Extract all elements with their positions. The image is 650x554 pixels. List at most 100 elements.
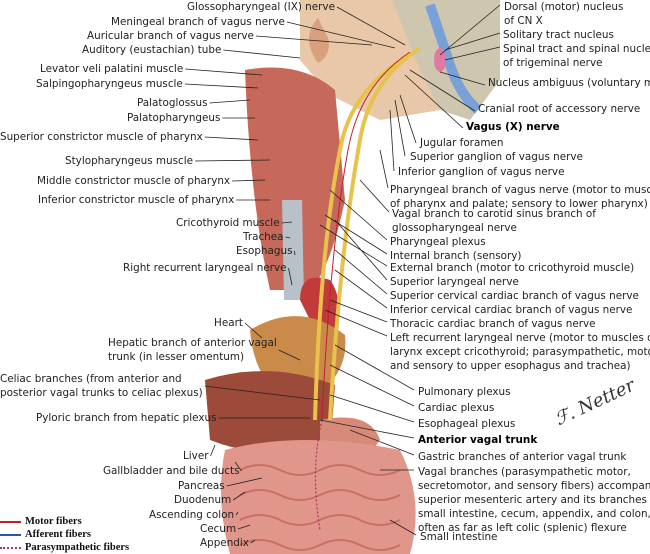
label-stylopharyngeus: Stylopharyngeus muscle	[65, 155, 194, 167]
leader-line	[237, 524, 251, 530]
label-jugular-foramen: Jugular foramen	[420, 137, 504, 149]
legend-label: Motor fibers	[25, 516, 82, 527]
label-auricular: Auricular branch of vagus nerve	[87, 30, 254, 42]
leader-line	[226, 477, 263, 487]
label-cricothyroid: Cricothyroid muscle	[176, 217, 280, 229]
leader-line	[250, 539, 256, 544]
leader-line	[409, 69, 476, 112]
leader-line	[404, 74, 464, 129]
leader-line	[334, 269, 388, 309]
label-external-branch: External branch (motor to cricothyroid m…	[390, 262, 635, 274]
leader-line	[324, 309, 388, 337]
label-cecum: Cecum	[200, 523, 237, 535]
legend-label: Afferent fibers	[25, 529, 91, 540]
leader-line	[209, 99, 251, 104]
leader-line	[204, 136, 259, 141]
leader-line	[389, 519, 417, 536]
leader-line	[286, 21, 396, 49]
label-heart: Heart	[214, 317, 243, 329]
leader-line	[234, 461, 242, 472]
label-superior-constrictor: Superior constrictor muscle of pharynx	[0, 131, 203, 143]
label-esophageal-plexus: Esophageal plexus	[418, 418, 516, 430]
leader-line	[334, 249, 388, 295]
leader-line	[195, 159, 271, 162]
label-vagal-branches: Vagal branches (parasympathetic motor, s…	[418, 466, 650, 534]
leader-line	[329, 189, 388, 241]
label-spinal-tract: Spinal tract and spinal nucleus of trige…	[503, 43, 650, 69]
label-cranial-root: Cranial root of accessory nerve	[478, 103, 641, 115]
leader-line	[329, 299, 388, 323]
leader-line	[210, 444, 216, 457]
motor-nucleus	[434, 48, 446, 72]
leader-line	[349, 429, 415, 456]
label-trachea: Trachea	[243, 231, 284, 243]
afferent-nucleus	[425, 3, 482, 114]
leader-line	[255, 35, 373, 46]
leader-line	[394, 99, 406, 157]
label-vagus-nerve: Vagus (X) nerve	[466, 121, 560, 133]
leader-line	[334, 344, 415, 391]
pharynx	[245, 67, 345, 290]
leader-line	[232, 179, 266, 182]
leader-line	[439, 71, 486, 86]
label-palatoglossus: Palatoglossus	[137, 97, 208, 109]
label-pancreas: Pancreas	[178, 480, 225, 492]
leader-lines	[184, 4, 501, 544]
legend-swatch	[0, 533, 21, 536]
label-meningeal: Meningeal branch of vagus nerve	[111, 16, 285, 28]
label-esophagus: Esophagus	[236, 245, 293, 257]
label-pharyngeal-plexus: Pharyngeal plexus	[390, 236, 486, 248]
label-salpingopharyngeus: Salpingopharyngeus muscle	[36, 78, 183, 90]
label-pyloric-branch: Pyloric branch from hepatic plexus	[36, 412, 217, 424]
legend-item: Afferent fibers	[0, 528, 129, 541]
leader-line	[329, 364, 415, 407]
leader-line	[319, 419, 415, 439]
label-auditory-tube: Auditory (eustachian) tube	[82, 44, 222, 56]
label-duodenum: Duodenum	[174, 494, 232, 506]
leader-line	[235, 511, 239, 516]
label-right-recurrent: Right recurrent laryngeal nerve	[123, 262, 287, 274]
leader-line	[278, 349, 301, 361]
legend-item: Motor fibers	[0, 515, 129, 528]
leader-line	[244, 322, 263, 339]
leader-line	[336, 6, 406, 46]
label-liver: Liver	[183, 450, 209, 462]
label-middle-constrictor: Middle constrictor muscle of pharynx	[37, 175, 231, 187]
label-appendix: Appendix	[200, 537, 249, 549]
label-pulmonary-plexus: Pulmonary plexus	[418, 386, 511, 398]
trachea-shape	[282, 200, 304, 300]
label-ascending-colon: Ascending colon	[149, 509, 235, 521]
label-inferior-ganglion: Inferior ganglion of vagus nerve	[398, 166, 565, 178]
label-thoracic-cardiac: Thoracic cardiac branch of vagus nerve	[390, 318, 596, 330]
leader-line	[444, 46, 501, 61]
label-small-intestine: Small intestine	[420, 531, 498, 543]
leader-line	[288, 267, 293, 286]
leader-line	[223, 49, 301, 59]
leader-line	[319, 224, 388, 267]
legend-label: Parasympathetic fibers	[25, 542, 130, 553]
leader-line	[204, 385, 321, 401]
label-superior-ganglion: Superior ganglion of vagus nerve	[410, 151, 583, 163]
leader-line	[329, 394, 415, 423]
leader-line	[185, 68, 263, 76]
legend-item: Parasympathetic fibers	[0, 541, 129, 554]
leader-line	[389, 109, 395, 172]
leader-line	[379, 149, 389, 189]
label-pharyngeal-branch: Pharyngeal branch of vagus nerve (motor …	[390, 184, 650, 210]
label-palatopharyngeus: Palatopharyngeus	[127, 112, 221, 124]
label-left-recurrent: Left recurrent laryngeal nerve (motor to…	[390, 332, 650, 372]
legend-swatch	[0, 546, 21, 549]
label-cardiac-plexus: Cardiac plexus	[418, 402, 495, 414]
intestines	[221, 440, 416, 554]
leader-line	[439, 4, 501, 56]
leader-line	[285, 236, 291, 239]
label-inferior-cervical-cardiac: Inferior cervical cardiac branch of vagu…	[390, 304, 633, 316]
leader-line	[233, 491, 246, 501]
leader-line	[281, 221, 293, 224]
label-hepatic-branch: Hepatic branch of anterior vagal trunk (…	[108, 337, 277, 363]
label-carotid-sinus-branch: Vagal branch to carotid sinus branch of …	[392, 208, 596, 234]
label-levator-veli: Levator veli palatini muscle	[40, 63, 184, 75]
label-superior-laryngeal: Superior laryngeal nerve	[390, 276, 519, 288]
